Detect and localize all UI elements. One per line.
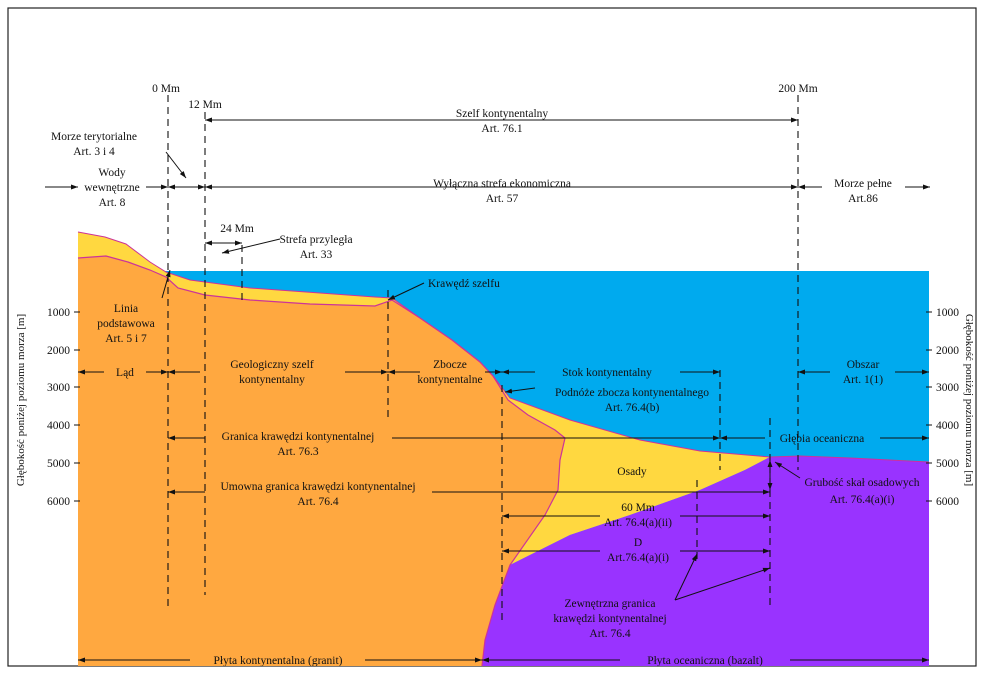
label-60mm: 60 Mm (621, 502, 655, 514)
label-baseline-1: Linia (114, 303, 138, 315)
label-d: D (634, 537, 642, 549)
label-abyss: Głębia oceaniczna (780, 433, 865, 445)
tick-left-5000: 5000 (47, 458, 70, 470)
label-shelf-art: Art. 76.1 (481, 123, 522, 135)
label-high-seas: Morze pełne (834, 178, 892, 190)
label-outer-edge-2: krawędzi kontynentalnej (553, 613, 666, 625)
label-sediments: Osady (617, 466, 647, 478)
label-margin-edge: Granica krawędzi kontynentalnej (222, 431, 375, 443)
label-shelf-edge: Krawędź szelfu (428, 278, 500, 290)
label-internal-1: Wody (98, 167, 125, 179)
depth-axis-label-right: Głębokość poniżej poziomu morza [m] (963, 314, 975, 486)
label-eez: Wyłączna strefa ekonomiczna (433, 178, 571, 190)
baseline-pointer (161, 269, 171, 299)
label-foot: Podnóże zbocza kontynentalnego (555, 387, 709, 399)
depth-axis-right: 1000 2000 3000 4000 5000 6000 Głębokość … (936, 307, 975, 508)
tick-right-2000: 2000 (936, 345, 959, 357)
label-area-art: Art. 1(1) (843, 374, 883, 386)
tick-left-6000: 6000 (47, 496, 70, 508)
tick-left-4000: 4000 (47, 420, 70, 432)
label-area: Obszar (847, 359, 880, 371)
label-eez-art: Art. 57 (486, 193, 519, 205)
tick-right-6000: 6000 (936, 496, 959, 508)
label-contiguous-art: Art. 33 (300, 249, 333, 261)
territorial-pointer (165, 151, 187, 179)
label-ocean-plate: Płyta oceaniczna (bazalt) (647, 655, 763, 667)
label-slope-2: kontynentalne (417, 374, 482, 386)
depth-axis-label-left: Głębokość poniżej poziomu morza [m] (15, 314, 27, 486)
label-territorial-art: Art. 3 i 4 (73, 146, 115, 158)
label-conv-margin: Umowna granica krawędzi kontynentalnej (220, 481, 415, 493)
label-land: Ląd (116, 367, 134, 379)
label-d-art: Art.76.4(a)(i) (607, 552, 669, 564)
label-thickness-art: Art. 76.4(a)(i) (830, 494, 895, 506)
label-conv-margin-art: Art. 76.4 (297, 496, 338, 508)
tick-right-5000: 5000 (936, 458, 959, 470)
label-internal-3: Art. 8 (99, 197, 126, 209)
label-12mm: 12 Mm (188, 99, 222, 111)
shelf-edge-pointer (387, 282, 425, 301)
label-cont-plate: Płyta kontynentalna (granit) (213, 655, 342, 667)
foot-pointer (504, 387, 536, 394)
depth-ticks (74, 311, 932, 502)
label-geo-shelf-2: kontynentalny (239, 374, 305, 386)
label-slope-1: Zbocze (433, 359, 467, 371)
label-outer-edge-1: Zewnętrzna granica (565, 598, 656, 610)
label-margin-edge-art: Art. 76.3 (277, 446, 318, 458)
tick-right-1000: 1000 (936, 307, 959, 319)
label-contiguous: Strefa przyległa (279, 234, 352, 246)
label-baseline-2: podstawowa (97, 318, 155, 330)
continental-crust (78, 256, 565, 666)
label-0mm: 0 Mm (152, 83, 180, 95)
depth-axis-left: 1000 2000 3000 4000 5000 6000 Głębokość … (15, 307, 70, 508)
label-60mm-art: Art. 76.4(a)(ii) (604, 517, 672, 529)
label-internal-2: wewnętrzne (84, 182, 140, 194)
label-territorial: Morze terytorialne (51, 131, 137, 143)
label-rise: Stok kontynentalny (562, 367, 652, 379)
tick-left-2000: 2000 (47, 345, 70, 357)
outer-edge-pointer-1 (674, 553, 698, 601)
label-high-seas-art: Art.86 (848, 193, 878, 205)
label-geo-shelf-1: Geologiczny szelf (230, 359, 314, 371)
label-200mm: 200 Mm (778, 83, 817, 95)
label-24mm: 24 Mm (220, 223, 254, 235)
oceanic-crust (482, 456, 929, 666)
sediment-layer (78, 232, 770, 565)
thickness-pointer (774, 461, 801, 479)
dimension-arrows (45, 117, 930, 663)
label-shelf: Szelf kontynentalny (456, 108, 549, 120)
boundary-dashed-lines (167, 95, 799, 620)
label-baseline-3: Art. 5 i 7 (105, 333, 147, 345)
seabed-surface-line (77, 231, 930, 463)
contiguous-pointer (221, 238, 281, 254)
outer-edge-pointer-2 (674, 567, 771, 601)
tick-right-3000: 3000 (936, 382, 959, 394)
label-thickness: Grubość skał osadowych (805, 477, 920, 489)
label-foot-art: Art. 76.4(b) (605, 402, 660, 414)
tick-left-1000: 1000 (47, 307, 70, 319)
label-outer-edge-3: Art. 76.4 (589, 628, 630, 640)
tick-right-4000: 4000 (936, 420, 959, 432)
tick-left-3000: 3000 (47, 382, 70, 394)
